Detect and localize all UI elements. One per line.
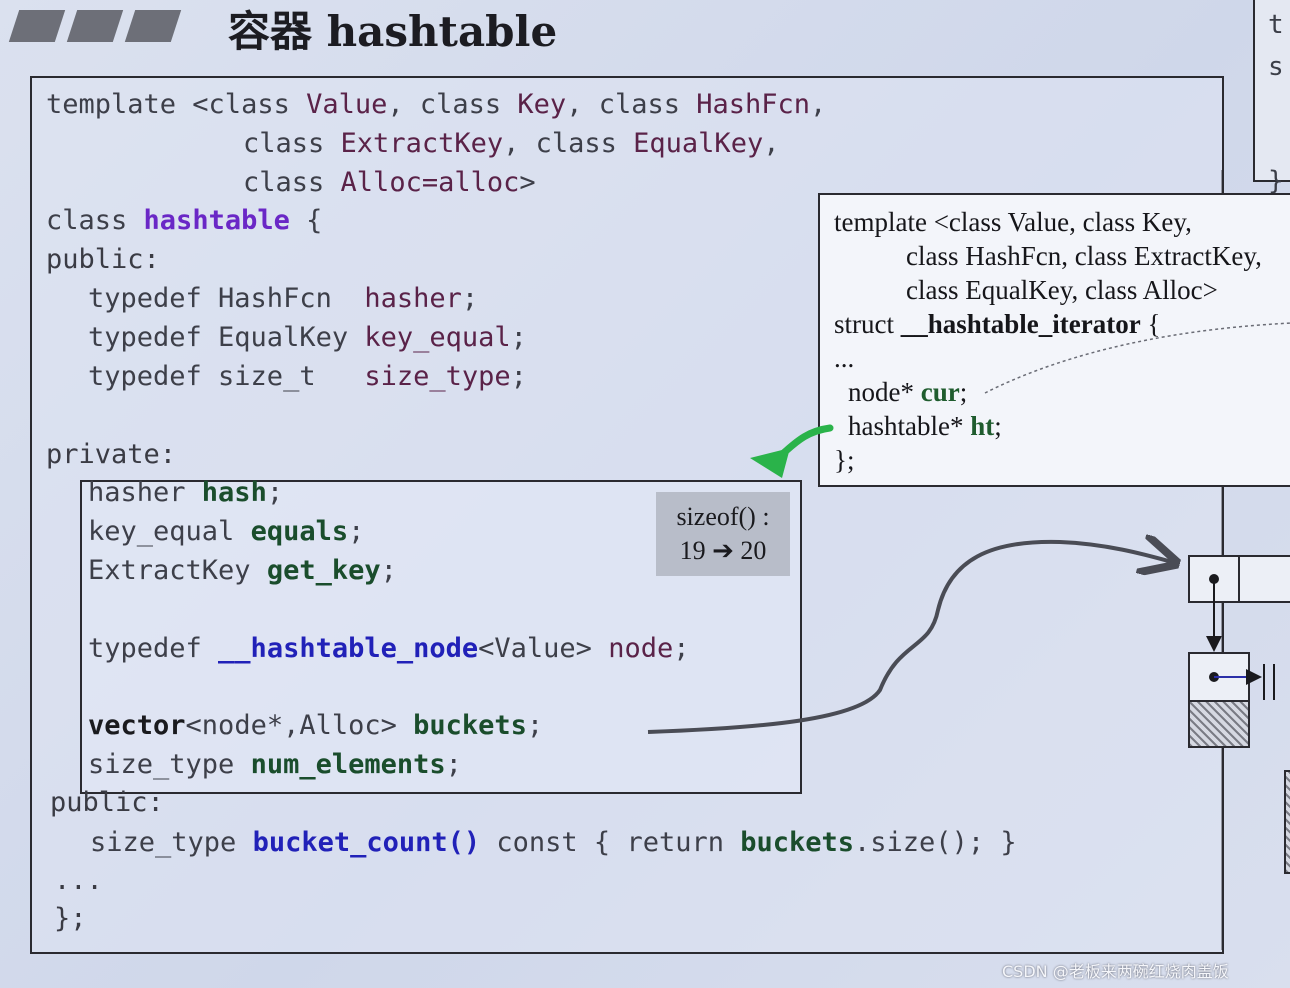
edge-fragment-line-3: } <box>1268 166 1284 196</box>
edge-fragment-line-1: t <box>1268 10 1284 40</box>
edge-code-fragment <box>1253 0 1290 182</box>
code-public-label: public: <box>46 244 160 275</box>
code-bucket-count-method: size_type bucket_count() const { return … <box>90 827 1017 858</box>
code-template-line-1: template <class Value, class Key, class … <box>46 89 827 120</box>
code-member-num-elements: size_type num_elements; <box>88 749 462 780</box>
iterator-close: }; <box>834 445 855 475</box>
sizeof-change: 19 ➔ 20 <box>679 536 767 566</box>
iterator-struct-line: struct __hashtable_iterator { <box>834 309 1161 339</box>
code-public-label-2: public: <box>50 787 164 818</box>
code-class-close: }; <box>54 903 87 934</box>
watermark-text: CSDN @老板来两碗红烧肉盖饭 <box>1002 962 1229 981</box>
iterator-member-ht: hashtable* ht; <box>848 411 1002 441</box>
slide-title: 容器 hashtable <box>228 7 558 56</box>
code-template-line-2: class ExtractKey, class EqualKey, <box>243 128 780 159</box>
iterator-member-cur: node* cur; <box>848 377 968 407</box>
code-class-declaration: class hashtable { <box>46 205 323 236</box>
code-typedef-size-type: typedef size_t size_type; <box>88 361 527 392</box>
code-typedef-node: typedef __hashtable_node<Value> node; <box>88 633 690 664</box>
code-member-get-key: ExtractKey get_key; <box>88 555 397 586</box>
cur-pointer-dashed <box>984 322 1290 394</box>
code-ellipsis: ... <box>54 865 103 896</box>
code-typedef-hasher: typedef HashFcn hasher; <box>88 283 479 314</box>
bucket-pointer-dot <box>1209 574 1219 584</box>
bucket-cell-2 <box>1238 555 1290 603</box>
code-template-line-3: class Alloc=alloc> <box>243 167 536 198</box>
sizeof-note: sizeof() : 19 ➔ 20 <box>656 492 790 576</box>
code-member-buckets: vector<node*,Alloc> buckets; <box>88 710 544 741</box>
sizeof-label: sizeof() : <box>676 502 770 531</box>
iterator-template-line-3: class EqualKey, class Alloc> <box>906 275 1218 305</box>
hashtable-iterator-callout: template <class Value, class Key, class … <box>818 193 1290 487</box>
code-private-label: private: <box>46 439 177 470</box>
code-typedef-key-equal: typedef EqualKey key_equal; <box>88 322 527 353</box>
iterator-template-line-2: class HashFcn, class ExtractKey, <box>906 241 1262 271</box>
side-hatched-box <box>1284 770 1290 874</box>
code-member-equals: key_equal equals; <box>88 516 365 547</box>
right-arrow-icon: ➔ <box>712 536 734 566</box>
code-member-hash: hasher hash; <box>88 477 284 508</box>
node-value-hatched <box>1188 700 1250 748</box>
edge-fragment-line-2: s <box>1268 52 1284 82</box>
buckets-connector-curve <box>647 542 1172 734</box>
iterator-ellipsis: ... <box>834 343 855 373</box>
iterator-template-line-1: template <class Value, class Key, <box>834 207 1192 237</box>
green-arrow-head <box>750 448 790 478</box>
